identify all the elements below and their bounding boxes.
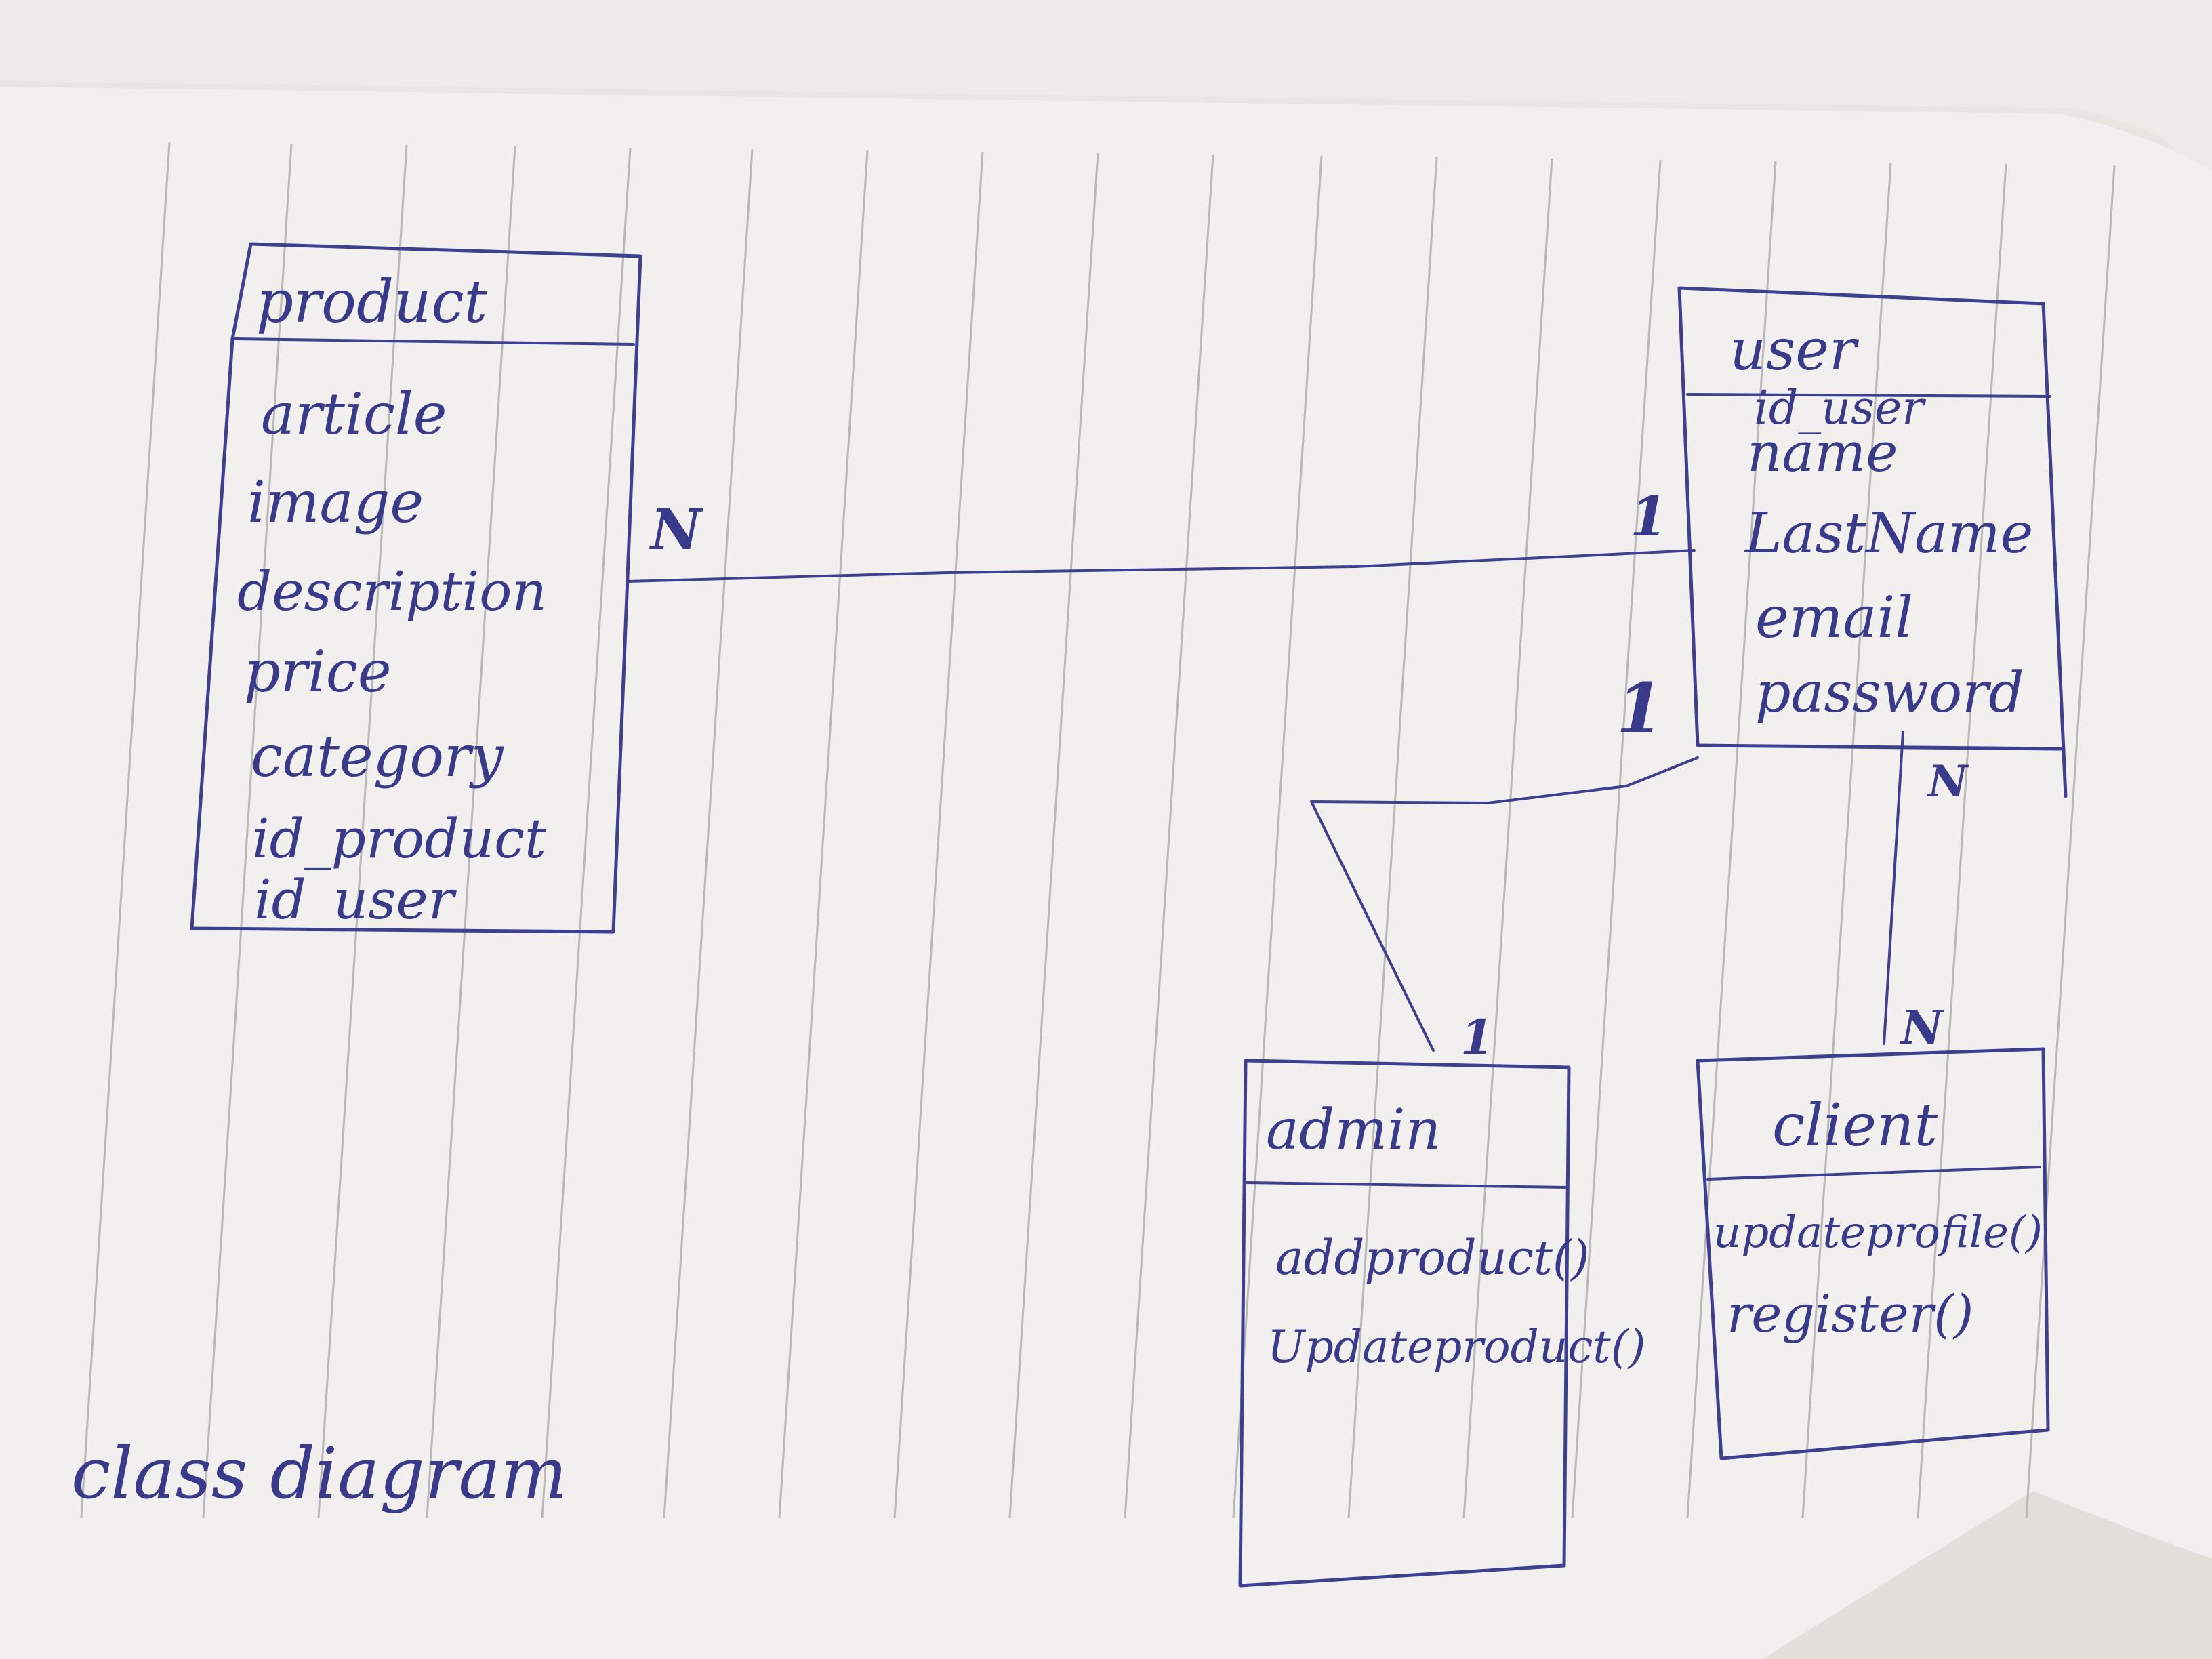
- ruled-line: [426, 146, 516, 1519]
- mult-product-side: N: [649, 497, 703, 562]
- ruled-line: [317, 144, 408, 1519]
- user-class-name: user: [1729, 316, 1860, 383]
- user-attr-email: email: [1755, 584, 1913, 651]
- mult-client-side: N: [1900, 1001, 1945, 1055]
- ruled-line: [2025, 165, 2116, 1519]
- product-attr-id-product: id_product: [252, 807, 547, 870]
- association-user-admin: [1310, 756, 1699, 1052]
- mult-user-side-client: N: [1927, 756, 1969, 807]
- background-page: [0, 0, 2212, 203]
- user-attr-password: password: [1755, 661, 2024, 725]
- ruled-line: [663, 148, 754, 1519]
- product-class: product article image description price …: [190, 242, 642, 934]
- user-attr-id-user: id_user: [1754, 382, 1926, 435]
- ruled-line: [893, 151, 984, 1519]
- ruled-line: [1347, 157, 1438, 1519]
- association-user-client: [1883, 731, 1904, 1045]
- ruled-line: [541, 147, 632, 1519]
- association-product-user: [626, 549, 1696, 583]
- ruled-line: [1571, 159, 1662, 1519]
- product-attr-article: article: [261, 381, 447, 447]
- mult-user-side-product: 1: [1630, 485, 1668, 548]
- product-attr-id-user: id_user: [254, 868, 457, 931]
- user-class: user id_user name LastName email passwor…: [1677, 286, 2068, 798]
- admin-method-updateproduct: Updateproduct(): [1267, 1321, 1645, 1373]
- client-class-divider: [1706, 1166, 2041, 1181]
- admin-class-name: admin: [1266, 1098, 1441, 1162]
- product-attr-description: description: [237, 560, 547, 623]
- ruled-line: [778, 150, 869, 1519]
- client-class-name: client: [1772, 1092, 1938, 1160]
- ruled-line: [1124, 154, 1214, 1519]
- product-attr-price: price: [244, 638, 392, 705]
- ruled-line: [1462, 158, 1553, 1519]
- admin-class: admin addproduct() Updateproduct(): [1238, 1059, 1645, 1588]
- admin-class-divider: [1246, 1181, 1568, 1189]
- associations: N 1 1 1 N N: [626, 485, 1969, 1065]
- client-method-updateprofile: updateprofile(): [1713, 1208, 2043, 1258]
- mult-admin-side: 1: [1460, 1009, 1494, 1065]
- ruled-lines: [80, 142, 2116, 1519]
- mult-user-side-admin: 1: [1616, 668, 1664, 748]
- client-class-box: [1696, 1047, 2050, 1460]
- ruled-line: [80, 142, 171, 1519]
- ruled-line: [1801, 162, 1892, 1519]
- user-attr-name: name: [1747, 421, 1898, 484]
- product-class-box: [190, 242, 642, 934]
- ruled-line: [1686, 161, 1777, 1519]
- product-class-name: product: [256, 268, 488, 336]
- admin-class-box: [1238, 1059, 1571, 1588]
- client-method-register: register(): [1727, 1284, 1973, 1344]
- ruled-line: [1917, 163, 2007, 1519]
- admin-method-addproduct: addproduct(): [1275, 1230, 1590, 1286]
- product-attr-image: image: [247, 469, 424, 535]
- user-class-divider: [1686, 393, 2051, 398]
- diagram-caption: class diagram: [71, 1432, 567, 1515]
- user-attr-lastname: LastName: [1744, 501, 2033, 566]
- ruled-line: [1232, 155, 1323, 1519]
- product-attr-category: category: [251, 723, 504, 790]
- client-class: client updateprofile() register(): [1696, 1047, 2050, 1460]
- ruled-line: [202, 143, 293, 1519]
- product-class-divider: [232, 337, 635, 346]
- page-surface: [0, 87, 2212, 1659]
- page-shadow: [1762, 1491, 2212, 1659]
- ruled-line: [1008, 152, 1099, 1519]
- user-class-box: [1677, 286, 2068, 798]
